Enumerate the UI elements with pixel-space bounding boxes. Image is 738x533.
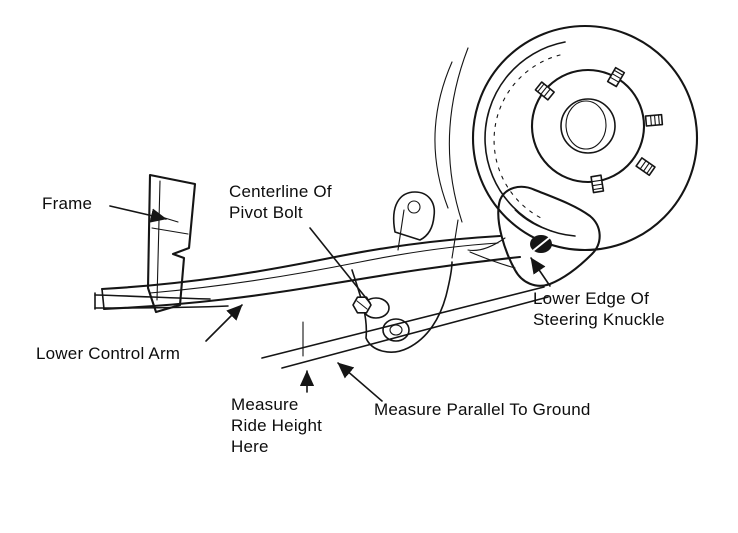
lower-control-arm-shape	[100, 234, 522, 353]
parallel-to-ground-leader	[337, 362, 383, 402]
wheel-stud	[635, 157, 656, 177]
measure-parallel-to-ground-label: Measure Parallel To Ground	[374, 400, 591, 419]
centerline-leader	[309, 227, 371, 304]
wheel-stud	[534, 81, 555, 101]
wheel-stud	[590, 174, 605, 194]
lower-control-arm-label: Lower Control Arm	[36, 344, 181, 363]
lower-control-arm-leader	[205, 304, 243, 342]
frame-leader	[109, 205, 167, 223]
centerline-of-pivot-bolt-label: Centerline Of Pivot Bolt	[229, 182, 332, 222]
ground-reference-lines	[261, 286, 549, 369]
lower-edge-of-steering-knuckle-label: Lower Edge Of Steering Knuckle	[533, 289, 665, 329]
lower-edge-leader	[530, 257, 551, 287]
steering-knuckle	[467, 185, 601, 287]
leader-lines	[109, 205, 551, 402]
wheel-stud	[644, 113, 664, 127]
pivot-bolt	[352, 296, 390, 319]
frame-label: Frame	[42, 194, 93, 213]
wheel-stud	[606, 66, 626, 88]
brake-rotor	[434, 24, 699, 252]
measure-ride-height-here-label: Measure Ride Height Here	[231, 395, 323, 456]
hub	[530, 68, 646, 184]
